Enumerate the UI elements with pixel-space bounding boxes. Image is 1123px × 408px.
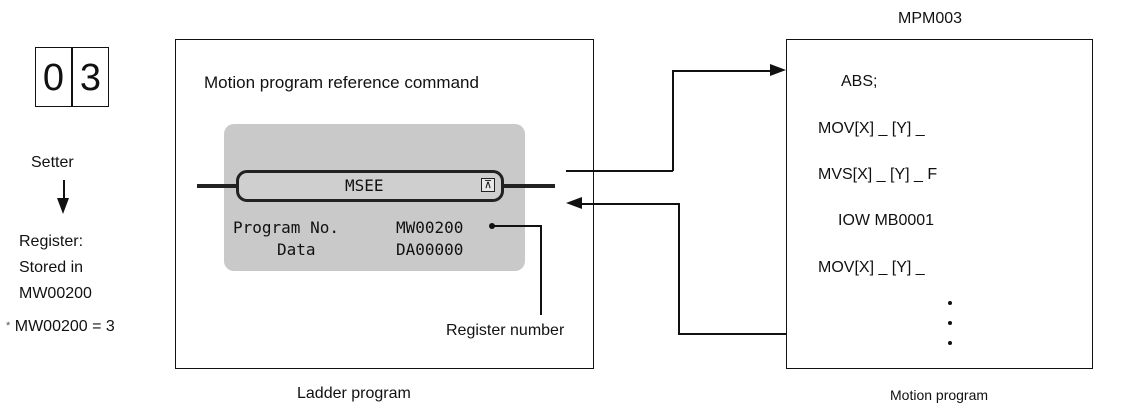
program-no-value: MW00200 [396,218,464,237]
motion-program-title: MPM003 [898,10,963,27]
ladder-rung-left [197,184,239,188]
link-out-arrowhead [770,64,786,76]
link-back-2 [678,203,680,334]
motion-program-frame [786,39,1093,369]
link-back-arrowhead [566,197,582,209]
msee-command-name: MSEE [345,176,384,195]
register-note: * MW00200 = 3 [6,318,115,336]
setter-digit-ones: 3 [72,47,109,107]
data-label: Data [277,240,316,259]
motion-line-4: IOW MB0001 [838,212,935,229]
continuation-dot-3 [948,341,952,345]
motion-line-3: MVS[X] _ [Y] _ F [818,166,938,183]
ladder-caption: Ladder program [297,385,411,402]
motion-caption: Motion program [890,387,989,403]
link-back-3 [678,333,787,335]
note-text: MW00200 = 3 [14,318,115,335]
continuation-dot-1 [948,301,952,305]
register-line-1: Register: [19,233,84,250]
motion-line-1: ABS; [841,73,878,90]
setter-digit-tens: 0 [35,47,72,107]
link-out-1 [566,170,673,172]
data-value: DA00000 [396,240,464,259]
register-number-label: Register number [446,322,565,339]
block-icon: ⊼ [481,178,495,192]
continuation-dot-2 [948,321,952,325]
program-no-label: Program No. [233,218,339,237]
link-out-2 [672,70,674,171]
register-pointer-v [540,225,542,315]
register-line-2: Stored in [19,259,84,276]
register-line-3: MW00200 [19,285,92,302]
note-marker: * [6,320,11,332]
msee-instruction-box [236,170,504,202]
link-out-3 [672,70,772,72]
ladder-heading: Motion program reference command [204,73,479,92]
setter-arrow-head [57,198,69,214]
ladder-rung-right [501,184,555,188]
register-pointer-h [492,225,541,227]
link-back-1 [580,203,679,205]
motion-line-5: MOV[X] _ [Y] _ [818,259,925,276]
setter-label: Setter [31,154,74,171]
setter-arrow-shaft [63,180,65,200]
motion-line-2: MOV[X] _ [Y] _ [818,120,925,137]
